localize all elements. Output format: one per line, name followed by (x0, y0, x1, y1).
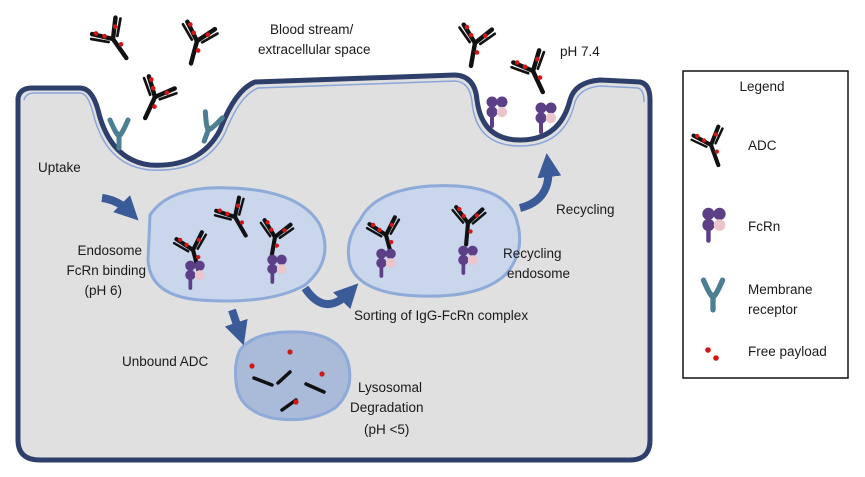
unbound-adc-label: Unbound ADC (122, 354, 209, 369)
recycling-label: Recycling (556, 202, 615, 217)
endosome-label: Endosome (77, 243, 142, 258)
blood-stream-label: Blood stream/ (270, 22, 354, 37)
lysosome (234, 330, 352, 422)
sorting-label: Sorting of IgG-FcRn complex (354, 308, 528, 323)
uptake-label: Uptake (38, 160, 81, 175)
legend-item-receptor-label: receptor (748, 302, 798, 317)
lysosomal-label: Lysosomal (358, 380, 422, 395)
degradation-label: Degradation (350, 400, 424, 415)
degradation-arrow (224, 308, 248, 346)
endosome-ph-label: (pH 6) (84, 283, 122, 298)
extracellular-space-label: extracellular space (258, 42, 371, 57)
recycling-endosome (346, 184, 522, 298)
adc-icon (510, 48, 559, 99)
legend-item-free-payload-label: Free payload (748, 344, 827, 359)
cell-membrane (15, 72, 653, 463)
fcrn-binding-label: FcRn binding (66, 263, 146, 278)
fcrn-icon (484, 94, 510, 128)
legend-item-fcrn-label: FcRn (748, 219, 780, 234)
lysosome-ph-label: (pH <5) (364, 422, 409, 437)
legend-title: Legend (739, 79, 784, 94)
sorting-arrow (301, 283, 359, 309)
recycling-endosome-label: Recycling (503, 246, 562, 261)
free-payload-icon (705, 347, 719, 361)
ph-7-4-label: pH 7.4 (560, 44, 600, 59)
recycling-arrow (518, 153, 562, 212)
recycling-endosome-label-2: endosome (507, 266, 570, 281)
adc-icon (453, 24, 495, 69)
legend: Legend ADC FcRn Membrane receptor Free p… (682, 70, 849, 379)
uptake-arrow (101, 194, 139, 221)
free-payload-icon (249, 349, 325, 405)
adc-icon (174, 20, 219, 68)
adc-icon (89, 15, 141, 68)
cell-membrane-inner (23, 80, 645, 171)
adc-icon (129, 74, 178, 125)
legend-item-adc-label: ADC (748, 138, 777, 153)
legend-item-membrane-label: Membrane (748, 282, 813, 297)
